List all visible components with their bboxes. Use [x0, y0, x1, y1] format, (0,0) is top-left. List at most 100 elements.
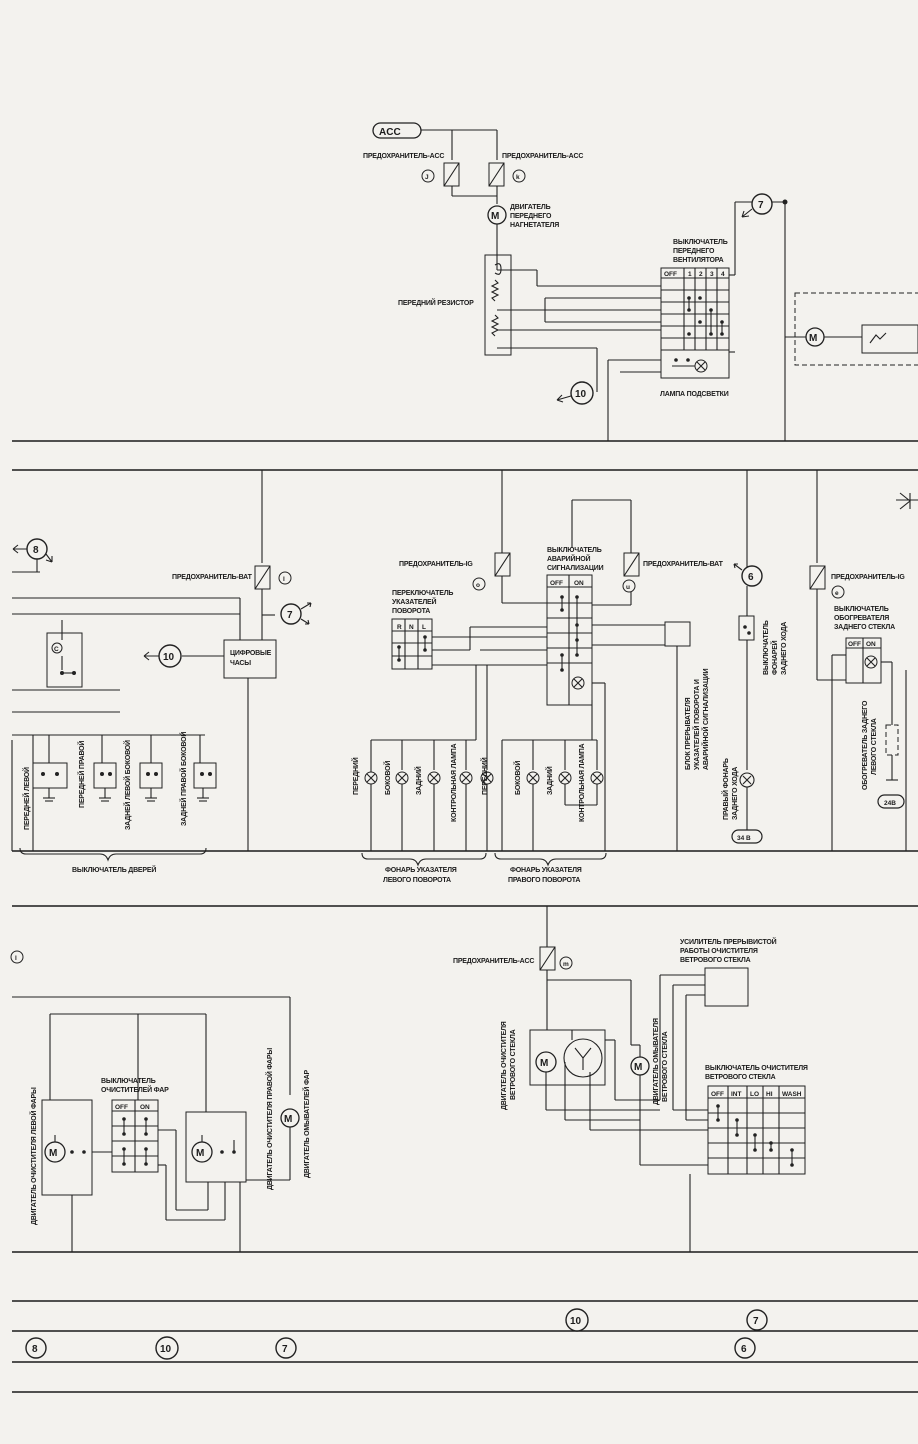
svg-text:ДВИГАТЕЛЬ: ДВИГАТЕЛЬ — [510, 204, 551, 211]
svg-text:ВЫКЛЮЧАТЕЛЬ: ВЫКЛЮЧАТЕЛЬ — [673, 239, 728, 246]
svg-text:7: 7 — [287, 610, 293, 621]
svg-text:ВЕНТИЛЯТОРА: ВЕНТИЛЯТОРА — [673, 257, 724, 264]
svg-text:НАГНЕТАТЕЛЯ: НАГНЕТАТЕЛЯ — [510, 222, 559, 229]
svg-text:7: 7 — [282, 1344, 288, 1355]
svg-text:ЗАДНИЙ: ЗАДНИЙ — [545, 766, 554, 795]
svg-text:J: J — [425, 174, 429, 181]
clock-c-switch: C — [46, 620, 83, 688]
bottom-connectors: 8 10 7 10 7 6 — [25, 1308, 768, 1360]
svg-text:ЗАДНЕГО ХОДА: ЗАДНЕГО ХОДА — [732, 767, 739, 820]
svg-text:ДВИГАТЕЛЬ ОЧИСТИТЕЛЯ ЛЕВОЙ ФАР: ДВИГАТЕЛЬ ОЧИСТИТЕЛЯ ЛЕВОЙ ФАРЫ — [29, 1087, 38, 1225]
svg-text:ВЫКЛЮЧАТЕЛЬ: ВЫКЛЮЧАТЕЛЬ — [763, 620, 770, 675]
svg-text:M: M — [809, 333, 817, 344]
svg-text:10: 10 — [570, 1316, 582, 1327]
svg-text:ЗАДНЕЙ ПРАВОЙ БОКОВОЙ: ЗАДНЕЙ ПРАВОЙ БОКОВОЙ — [179, 732, 188, 826]
svg-text:1: 1 — [688, 271, 692, 278]
svg-text:ПРЕДОХРАНИТЕЛЬ-ВАТ: ПРЕДОХРАНИТЕЛЬ-ВАТ — [172, 574, 253, 581]
door-switches: ПЕРЕДНЕЙ ЛЕВОЙ ПЕРЕДНЕЙ ПРАВОЙ ЗАДНЕЙ ЛЕ… — [11, 732, 217, 874]
acc-terminal-label: ACC — [379, 127, 401, 138]
digital-clock: ЦИФРОВЫЕ ЧАСЫ 10 — [143, 598, 277, 851]
svg-text:ЗАДНЕГО ХОДА: ЗАДНЕГО ХОДА — [781, 622, 788, 675]
svg-text:ПЕРЕДНЕЙ ПРАВОЙ: ПЕРЕДНЕЙ ПРАВОЙ — [77, 741, 86, 808]
svg-text:10: 10 — [163, 652, 175, 663]
svg-text:OFF: OFF — [711, 1091, 724, 1098]
hazard-switch: ВЫКЛЮЧАТЕЛЬ АВАРИЙНОЙ СИГНАЛИЗАЦИИ OFF O… — [546, 547, 665, 851]
svg-text:ЛЕВОГО ПОВОРОТА: ЛЕВОГО ПОВОРОТА — [383, 877, 451, 884]
svg-text:ДВИГАТЕЛЬ ОЧИСТИТЕЛЯ ПРАВОЙ ФА: ДВИГАТЕЛЬ ОЧИСТИТЕЛЯ ПРАВОЙ ФАРЫ — [265, 1048, 274, 1190]
bus-lines — [12, 440, 918, 1393]
svg-text:ЗАДНЕЙ ЛЕВОЙ БОКОВОЙ: ЗАДНЕЙ ЛЕВОЙ БОКОВОЙ — [123, 740, 132, 830]
svg-text:INT: INT — [731, 1091, 742, 1098]
svg-text:ЗАДНЕГО СТЕКЛА: ЗАДНЕГО СТЕКЛА — [834, 624, 895, 631]
node-10-top: 10 — [556, 348, 661, 441]
fuse-acc-k: ПРЕДОХРАНИТЕЛЬ-ACC k — [452, 153, 584, 204]
svg-text:6: 6 — [748, 572, 754, 583]
svg-text:N: N — [409, 624, 414, 631]
svg-text:24B: 24B — [884, 800, 896, 807]
svg-text:OFF: OFF — [115, 1104, 128, 1111]
svg-text:ПЕРЕКЛЮЧАТЕЛЬ: ПЕРЕКЛЮЧАТЕЛЬ — [392, 590, 453, 597]
fuse-bat-u: ПРЕДОХРАНИТЕЛЬ-ВАТ u — [622, 552, 724, 593]
svg-text:ON: ON — [574, 580, 584, 587]
acc-terminal: ACC — [372, 122, 498, 160]
svg-text:ЗАДНИЙ: ЗАДНИЙ — [414, 766, 423, 795]
svg-text:m: m — [563, 961, 569, 968]
svg-text:ВЫКЛЮЧАТЕЛЬ ДВЕРЕЙ: ВЫКЛЮЧАТЕЛЬ ДВЕРЕЙ — [72, 865, 156, 874]
node-7-top: 7 — [741, 193, 788, 441]
svg-text:2: 2 — [699, 271, 703, 278]
svg-text:РАБОТЫ ОЧИСТИТЕЛЯ: РАБОТЫ ОЧИСТИТЕЛЯ — [680, 948, 758, 955]
svg-text:ПЕРЕДНИЙ: ПЕРЕДНИЙ — [351, 757, 360, 795]
svg-text:ФОНАРЕЙ: ФОНАРЕЙ — [770, 640, 779, 675]
front-resistor: ПЕРЕДНИЙ РЕЗИСТОР — [398, 254, 661, 356]
svg-text:ПЕРЕДНЕЙ ЛЕВОЙ: ПЕРЕДНЕЙ ЛЕВОЙ — [22, 767, 31, 830]
svg-text:ВЫКЛЮЧАТЕЛЬ: ВЫКЛЮЧАТЕЛЬ — [547, 547, 602, 554]
svg-text:ВЕТРОВОГО СТЕКЛА: ВЕТРОВОГО СТЕКЛА — [510, 1029, 517, 1100]
svg-text:БЛОК ПРЕРЫВАТЕЛЯ: БЛОК ПРЕРЫВАТЕЛЯ — [685, 697, 692, 770]
svg-text:l: l — [15, 955, 17, 962]
svg-text:АВАРИЙНОЙ: АВАРИЙНОЙ — [547, 554, 590, 563]
svg-text:ФОНАРЬ УКАЗАТЕЛЯ: ФОНАРЬ УКАЗАТЕЛЯ — [385, 867, 457, 874]
svg-text:o: o — [476, 582, 480, 589]
rear-blower-partial: M — [785, 292, 918, 366]
svg-text:ОБОГРЕВАТЕЛЬ ЗАДНЕГО: ОБОГРЕВАТЕЛЬ ЗАДНЕГО — [862, 700, 869, 790]
svg-text:4: 4 — [721, 271, 725, 278]
left-turn-lamps: ПЕРЕДНИЙ БОКОВОЙ ЗАДНИЙ КОНТРОЛЬНАЯ ЛАМП… — [351, 665, 487, 884]
svg-text:ВЫКЛЮЧАТЕЛЬ ОЧИСТИТЕЛЯ: ВЫКЛЮЧАТЕЛЬ ОЧИСТИТЕЛЯ — [705, 1065, 808, 1072]
svg-text:6: 6 — [741, 1344, 747, 1355]
illumination-lamp-label: ЛАМПА ПОДСВЕТКИ — [660, 391, 729, 398]
reverse-lamp-circuit: 6 ВЫКЛЮЧАТЕЛЬ ФОНАРЕЙ ЗАДНЕГО ХОДА ПРАВЫ… — [721, 563, 788, 844]
svg-text:M: M — [540, 1058, 548, 1069]
middle-verticals — [261, 470, 918, 568]
svg-text:ПРЕДОХРАНИТЕЛЬ-ACC: ПРЕДОХРАНИТЕЛЬ-ACC — [502, 153, 583, 160]
svg-text:7: 7 — [758, 200, 764, 211]
svg-text:34 В: 34 В — [737, 835, 751, 842]
svg-text:ПЕРЕДНИЙ: ПЕРЕДНИЙ — [480, 757, 489, 795]
svg-text:OFF: OFF — [550, 580, 563, 587]
svg-text:УКАЗАТЕЛЕЙ ПОВОРОТА И: УКАЗАТЕЛЕЙ ПОВОРОТА И — [692, 679, 701, 770]
svg-text:ПРЕДОХРАНИТЕЛЬ-IG: ПРЕДОХРАНИТЕЛЬ-IG — [399, 561, 473, 568]
svg-text:ДВИГАТЕЛЬ ОМЫВАТЕЛЕЙ ФАР: ДВИГАТЕЛЬ ОМЫВАТЕЛЕЙ ФАР — [302, 1070, 311, 1178]
svg-text:L: L — [422, 624, 426, 631]
svg-text:M: M — [634, 1062, 642, 1073]
svg-text:ДВИГАТЕЛЬ ОЧИСТИТЕЛЯ: ДВИГАТЕЛЬ ОЧИСТИТЕЛЯ — [501, 1021, 508, 1110]
svg-text:ПЕРЕДНЕГО: ПЕРЕДНЕГО — [510, 213, 552, 220]
svg-text:R: R — [397, 624, 402, 631]
svg-text:M: M — [196, 1148, 204, 1159]
svg-text:ЦИФРОВЫЕ: ЦИФРОВЫЕ — [230, 650, 272, 657]
svg-text:КОНТРОЛЬНАЯ ЛАМПА: КОНТРОЛЬНАЯ ЛАМПА — [451, 743, 458, 822]
fuse-ig-o: ПРЕДОХРАНИТЕЛЬ-IG o — [399, 552, 547, 604]
svg-text:3: 3 — [710, 271, 714, 278]
svg-text:HI: HI — [766, 1091, 773, 1098]
svg-text:ПРЕДОХРАНИТЕЛЬ-ACC: ПРЕДОХРАНИТЕЛЬ-ACC — [453, 958, 534, 965]
svg-text:ФОНАРЬ УКАЗАТЕЛЯ: ФОНАРЬ УКАЗАТЕЛЯ — [510, 867, 582, 874]
svg-text:ПРЕДОХРАНИТЕЛЬ-IG: ПРЕДОХРАНИТЕЛЬ-IG — [831, 574, 905, 581]
svg-text:OFF: OFF — [664, 271, 677, 278]
svg-text:ДВИГАТЕЛЬ ОМЫВАТЕЛЯ: ДВИГАТЕЛЬ ОМЫВАТЕЛЯ — [653, 1018, 660, 1105]
svg-text:КОНТРОЛЬНАЯ ЛАМПА: КОНТРОЛЬНАЯ ЛАМПА — [579, 743, 586, 822]
right-turn-lamps: ПЕРЕДНИЙ БОКОВОЙ ЗАДНИЙ КОНТРОЛЬНАЯ ЛАМП… — [480, 665, 607, 884]
svg-text:l: l — [283, 576, 285, 583]
svg-text:ПРЕДОХРАНИТЕЛЬ-ACC: ПРЕДОХРАНИТЕЛЬ-ACC — [363, 153, 444, 160]
svg-text:ПЕРЕДНИЙ РЕЗИСТОР: ПЕРЕДНИЙ РЕЗИСТОР — [398, 298, 474, 307]
svg-text:ON: ON — [140, 1104, 150, 1111]
svg-text:C: C — [54, 646, 59, 653]
